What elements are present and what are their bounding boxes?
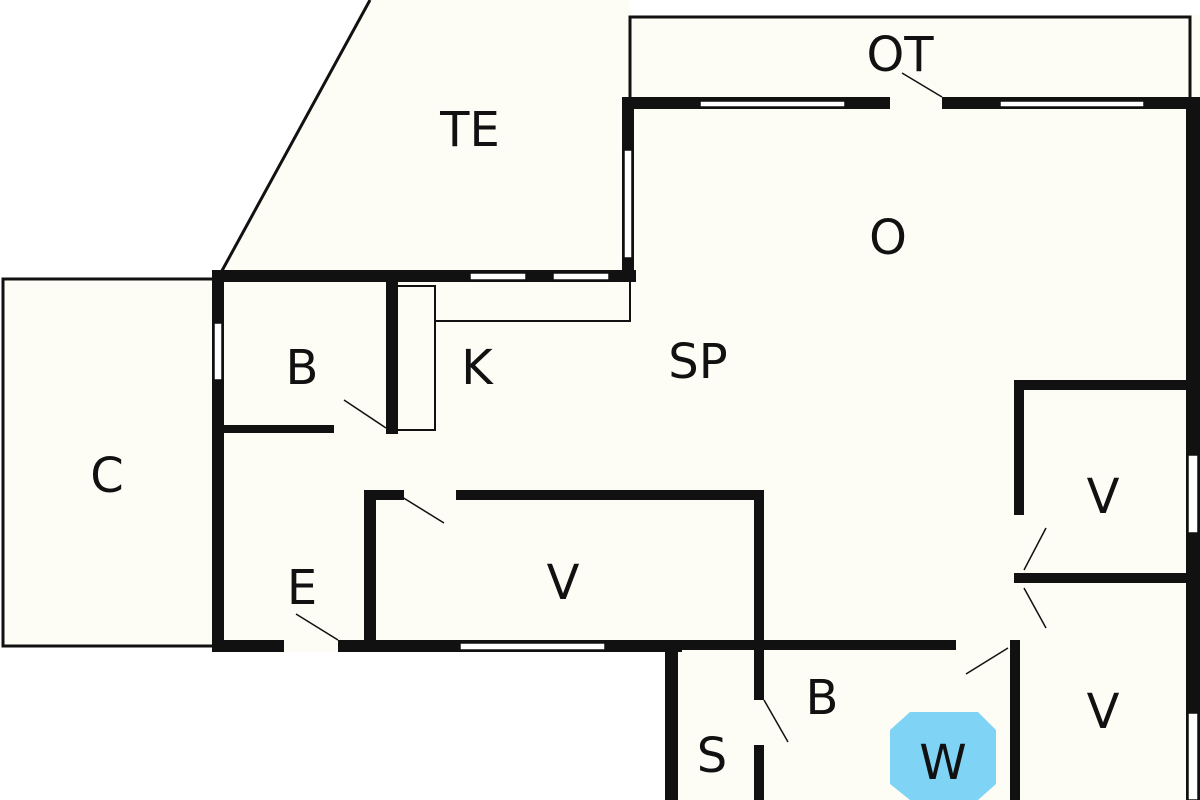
window: [1187, 454, 1199, 534]
room-label-carport: C: [90, 448, 124, 504]
window: [623, 149, 633, 259]
carport-outline: [1, 277, 215, 648]
room-label-washer: W: [919, 735, 966, 791]
window: [213, 322, 223, 381]
windows: [213, 100, 1199, 800]
room-label-storage: S: [697, 728, 727, 784]
room-label-dining: SP: [668, 334, 727, 390]
carport-area: [3, 278, 215, 646]
room-label-bedroom-center: V: [547, 555, 580, 611]
room-label-bedroom-right-upper: V: [1087, 469, 1120, 525]
outdoor-outlines: [1, 0, 1192, 648]
room-label-outdoor-terrace: OT: [866, 27, 934, 83]
window: [469, 272, 527, 281]
room-label-bedroom-right-lower: V: [1087, 684, 1120, 740]
room-label-bath-bottom: B: [806, 670, 839, 726]
outdoor-terrace-outline: [628, 15, 1192, 100]
window: [699, 100, 846, 108]
window: [999, 100, 1145, 108]
room-label-entrance: E: [287, 560, 317, 616]
washer-icon: [890, 712, 996, 800]
terrace-area: [218, 0, 630, 278]
room-label-kitchen: K: [461, 340, 494, 396]
room-labels: TE OT O SP K B C E V V V B S W: [90, 27, 1119, 791]
room-label-terrace: TE: [439, 102, 500, 158]
doors: [284, 72, 1047, 745]
room-label-bath-top: B: [286, 340, 319, 396]
window: [552, 272, 610, 281]
kitchen-counter: [398, 282, 631, 431]
room-label-living: O: [869, 210, 907, 266]
outdoor-terrace-area: [630, 15, 1200, 105]
window: [459, 642, 606, 651]
terrace-outline: [216, 0, 372, 279]
window: [1187, 712, 1199, 800]
